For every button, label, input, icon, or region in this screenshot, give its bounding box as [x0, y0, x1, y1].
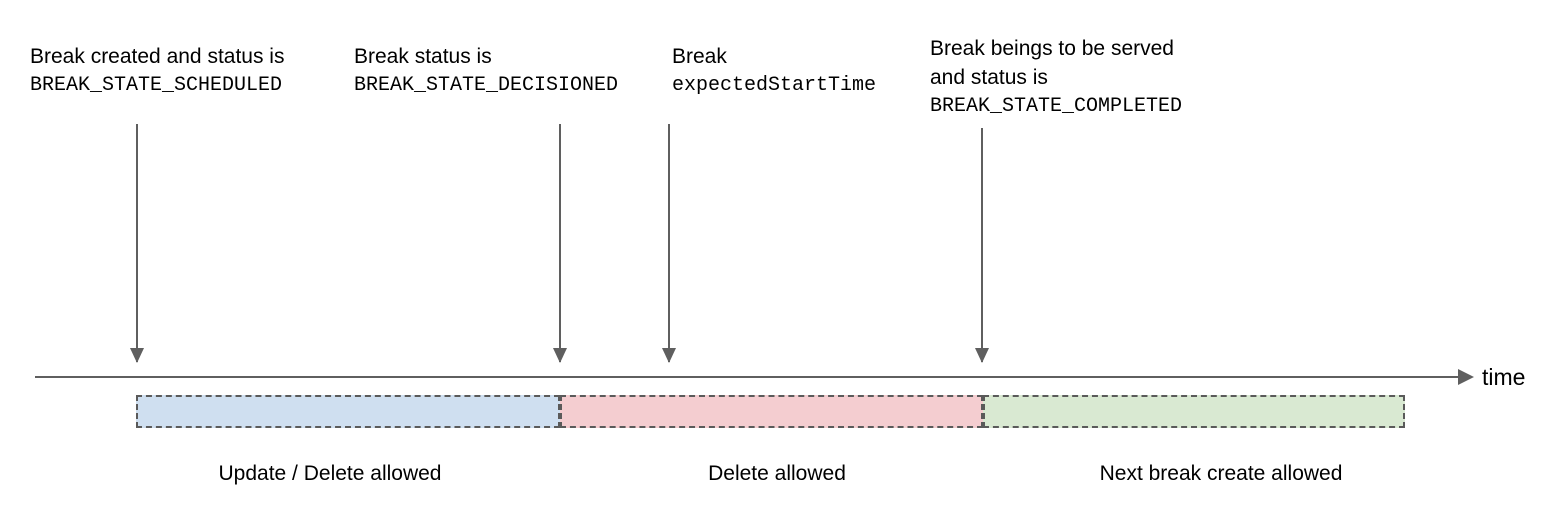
arrow-down-icon — [553, 348, 567, 363]
annotation-decisioned: Break status is BREAK_STATE_DECISIONED — [354, 42, 618, 100]
phase-bar-next-break-create — [983, 395, 1405, 428]
marker-arrow-shaft — [559, 124, 561, 362]
phase-bar-update-delete — [136, 395, 560, 428]
annotation-completed-line-2: and status is — [930, 66, 1048, 89]
annotation-completed-code: BREAK_STATE_COMPLETED — [930, 95, 1183, 118]
annotation-expected-start-time-line-1: Break — [672, 45, 727, 68]
annotation-scheduled: Break created and status is BREAK_STATE_… — [30, 42, 284, 100]
annotation-completed: Break beings to be served and status is … — [930, 34, 1182, 121]
arrow-right-icon — [1458, 369, 1474, 385]
marker-arrow-shaft — [668, 124, 670, 362]
arrow-down-icon — [975, 348, 989, 363]
marker-arrow-expected-start-time — [662, 124, 676, 363]
arrow-down-icon — [662, 348, 676, 363]
arrow-down-icon — [130, 348, 144, 363]
phase-caption-delete-only: Delete allowed — [708, 462, 846, 485]
annotation-scheduled-code: BREAK_STATE_SCHEDULED — [30, 74, 283, 97]
phase-caption-update-delete: Update / Delete allowed — [218, 462, 442, 485]
marker-arrow-shaft — [136, 124, 138, 362]
marker-arrow-completed — [975, 128, 989, 363]
marker-arrow-decisioned — [553, 124, 567, 363]
time-axis-line — [35, 376, 1460, 378]
annotation-completed-line-1: Break beings to be served — [930, 37, 1174, 60]
annotation-decisioned-code: BREAK_STATE_DECISIONED — [354, 74, 619, 97]
marker-arrow-scheduled — [130, 124, 144, 363]
marker-arrow-shaft — [981, 128, 983, 362]
phase-bar-delete-only — [560, 395, 983, 428]
phase-caption-next-break-create: Next break create allowed — [1099, 462, 1343, 485]
annotation-decisioned-line-1: Break status is — [354, 45, 492, 68]
time-axis-label: time — [1482, 364, 1526, 390]
annotation-expected-start-time: Break expectedStartTime — [672, 42, 876, 100]
annotation-scheduled-line-1: Break created and status is — [30, 45, 285, 68]
annotation-expected-start-time-code: expectedStartTime — [672, 74, 877, 97]
